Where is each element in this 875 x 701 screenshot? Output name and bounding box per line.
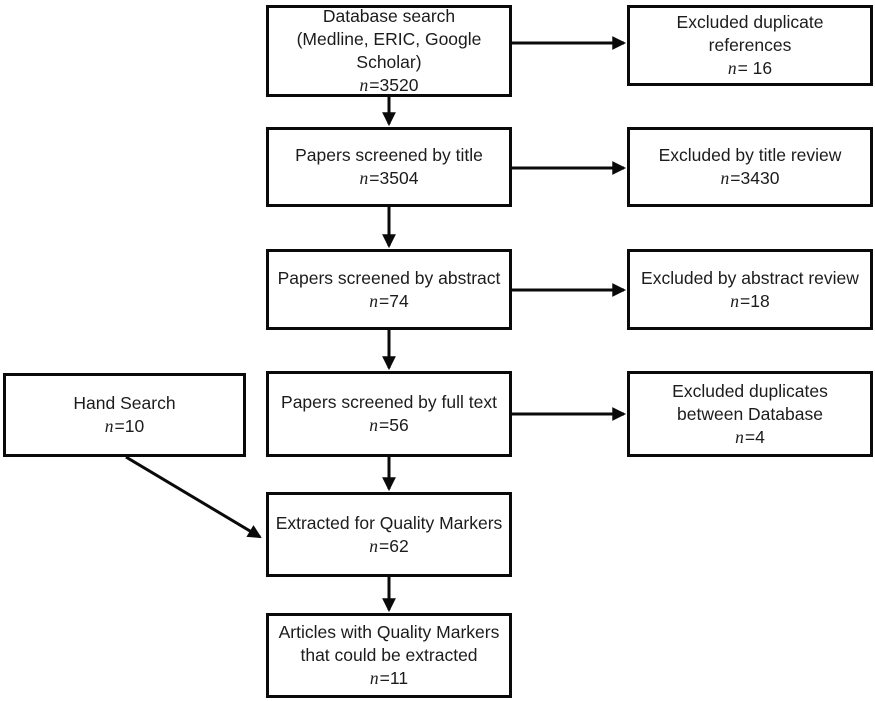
box-extracted-for-quality-markers: Extracted for Quality Markers n=62 xyxy=(266,492,512,577)
box-text: (Medline, ERIC, Google Scholar) xyxy=(296,29,482,72)
box-count: n=3504 xyxy=(359,168,419,188)
box-text: Excluded by title review xyxy=(658,145,842,165)
box-text: Papers screened by title xyxy=(295,145,483,165)
box-text: Extracted for Quality Markers xyxy=(275,512,503,533)
arrow-hand-search-to-extracted xyxy=(125,455,262,539)
box-text: Excluded by abstract review xyxy=(641,267,859,288)
box-papers-screened-by-full-text: Papers screened by full text n=56 xyxy=(266,371,512,457)
box-count: n=62 xyxy=(369,535,409,556)
box-text: between Database xyxy=(677,403,823,424)
box-excluded-duplicate-references: Excluded duplicate references n= 16 xyxy=(627,5,873,86)
box-count: n=3430 xyxy=(720,168,780,188)
box-count: n=3520 xyxy=(359,75,419,95)
box-excluded-by-abstract-review: Excluded by abstract review n=18 xyxy=(627,249,873,330)
box-excluded-by-title-review: Excluded by title review n=3430 xyxy=(627,127,873,207)
box-articles-with-quality-markers: Articles with Quality Markers that could… xyxy=(266,613,512,698)
box-count: n=4 xyxy=(735,426,765,447)
box-excluded-duplicates-between-database: Excluded duplicates between Database n=4 xyxy=(627,371,873,457)
box-count: n=56 xyxy=(369,415,409,435)
box-count: n=74 xyxy=(369,290,409,311)
box-text: Papers screened by full text xyxy=(281,392,497,412)
box-text: references xyxy=(708,35,792,55)
box-count: n=18 xyxy=(730,290,770,311)
box-hand-search: Hand Search n=10 xyxy=(3,373,246,457)
box-text: Database search xyxy=(322,6,456,26)
box-text: that could be extracted xyxy=(300,645,478,665)
box-papers-screened-by-abstract: Papers screened by abstract n=74 xyxy=(266,249,512,330)
box-count: n=10 xyxy=(104,416,145,436)
box-text: Articles with Quality Markers xyxy=(278,622,500,642)
box-count: n=11 xyxy=(369,668,409,688)
box-count: n= 16 xyxy=(727,58,773,78)
box-papers-screened-by-title: Papers screened by title n=3504 xyxy=(266,127,512,207)
box-text: Excluded duplicates xyxy=(672,380,828,401)
box-database-search: Database search (Medline, ERIC, Google S… xyxy=(266,5,512,97)
box-text: Excluded duplicate xyxy=(676,12,824,32)
box-text: Papers screened by abstract xyxy=(277,267,501,288)
box-text: Hand Search xyxy=(73,393,176,413)
